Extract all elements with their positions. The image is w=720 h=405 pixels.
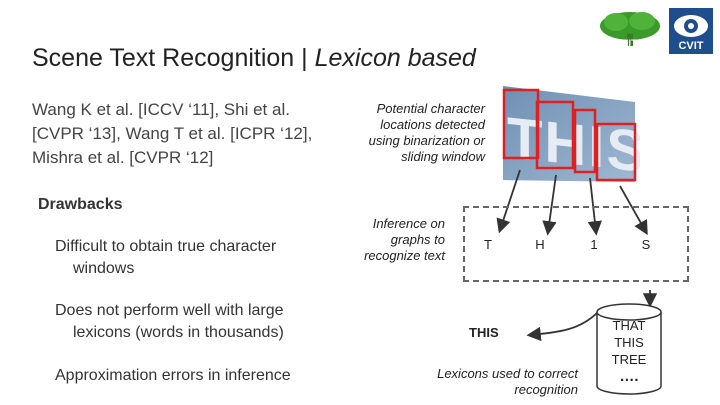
drawbacks-heading: Drawbacks [38,196,123,213]
drawback-line: lexicons (words in thousands) [73,324,284,341]
slide-title: Scene Text Recognition | Lexicon based [32,44,476,73]
drawback-line: Does not perform well with large [55,302,284,319]
caption-line: using binarization or [368,133,485,148]
arrow [496,169,521,234]
caption-line: recognition [514,382,578,397]
reference-line: Mishra et al. [CVPR ‘12] [32,148,214,167]
detection-box [535,100,575,170]
caption-line: Inference on [372,216,445,231]
graph-dashed-box [463,206,689,282]
caption-line: locations detected [380,117,485,132]
caption-lexicon: Lexicons used to correct recognition [418,366,578,398]
reference-line: [CVPR ‘13], Wang T et al. [ICPR ‘12], [32,124,313,143]
graph-node: 1 [590,237,598,252]
recognized-word: THIS [469,325,499,340]
drawback-line: windows [73,260,135,277]
drawback-item: Does not perform well with large lexicon… [55,300,373,344]
drawback-item: Approximation errors in inference [55,365,373,387]
graph-node: T [484,237,492,252]
slide-title-main: Scene Text Recognition | [32,44,315,72]
caption-line: graphs to [390,232,445,247]
detection-box [573,108,597,174]
drawback-line: Approximation errors in inference [55,367,291,384]
graph-node: H [535,237,545,252]
lexicon-more: …. [619,368,639,385]
caption-inference: Inference on graphs to recognize text [352,216,445,264]
cvit-logo: CVIT [669,8,713,54]
lexicon-word: TREE [611,352,647,367]
references: Wang K et al. [ICCV ‘11], Shi et al. [CV… [32,98,352,170]
caption-detection: Potential character locations detected u… [353,101,485,165]
arrow [619,185,648,236]
lexicon-cylinder [596,303,662,395]
reference-line: Wang K et al. [ICCV ‘11], Shi et al. [32,100,290,119]
caption-line: recognize text [364,248,445,263]
scene-text-image: THIS [495,80,647,190]
drawback-item: Difficult to obtain true character windo… [55,236,373,280]
arrow [587,177,602,236]
caption-line: Potential character [376,101,485,116]
caption-line: sliding window [401,149,485,164]
arrow [526,311,599,342]
iiit-logo: IIIT [598,10,662,48]
graph-node: S [641,237,651,252]
cvit-logo-text: CVIT [678,40,703,52]
arrow [542,174,557,236]
lexicon-word: THAT [612,318,646,333]
drawback-line: Difficult to obtain true character [55,238,277,255]
caption-line: Lexicons used to correct [437,366,578,381]
iiit-logo-text: IIIT [624,38,638,48]
detection-box [595,122,637,182]
slide-title-italic: Lexicon based [314,44,476,72]
lexicon-word: THIS [614,335,644,350]
